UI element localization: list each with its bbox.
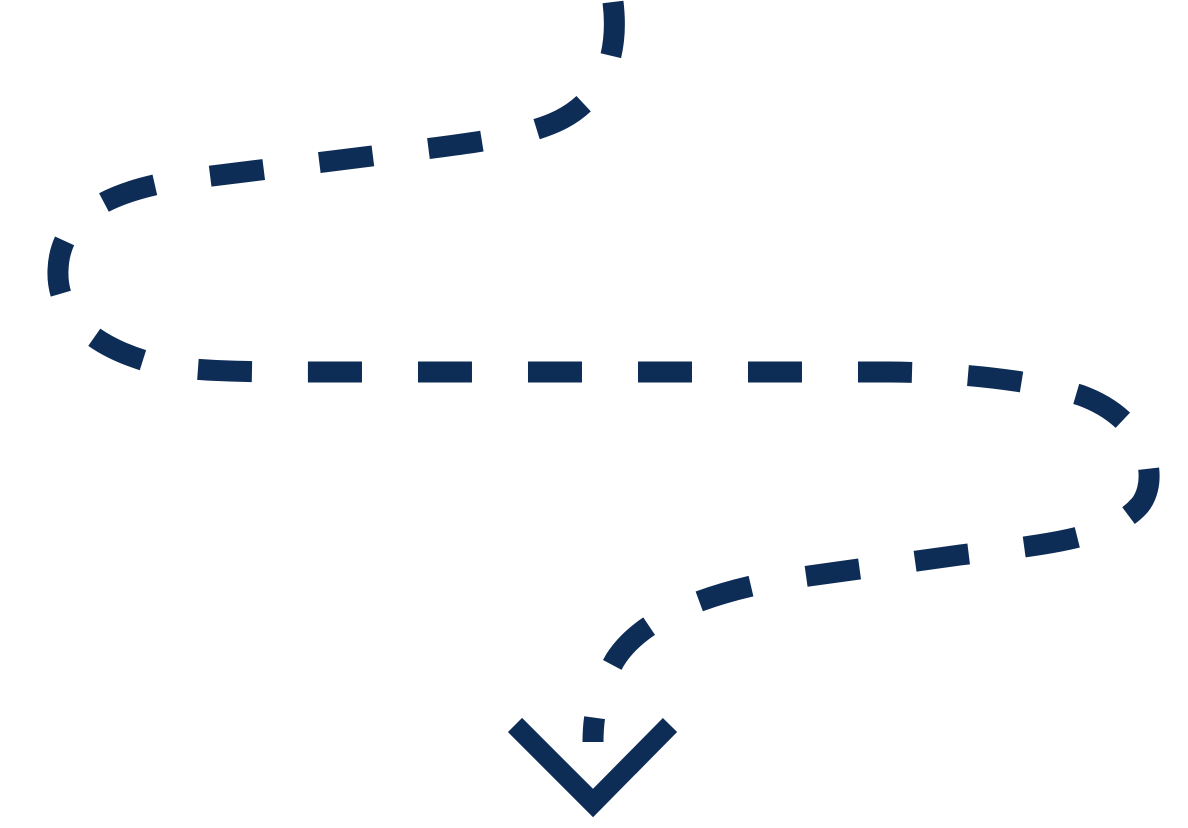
dashed-winding-path [47,0,1160,743]
arrow-down-chevron-icon [507,717,678,818]
